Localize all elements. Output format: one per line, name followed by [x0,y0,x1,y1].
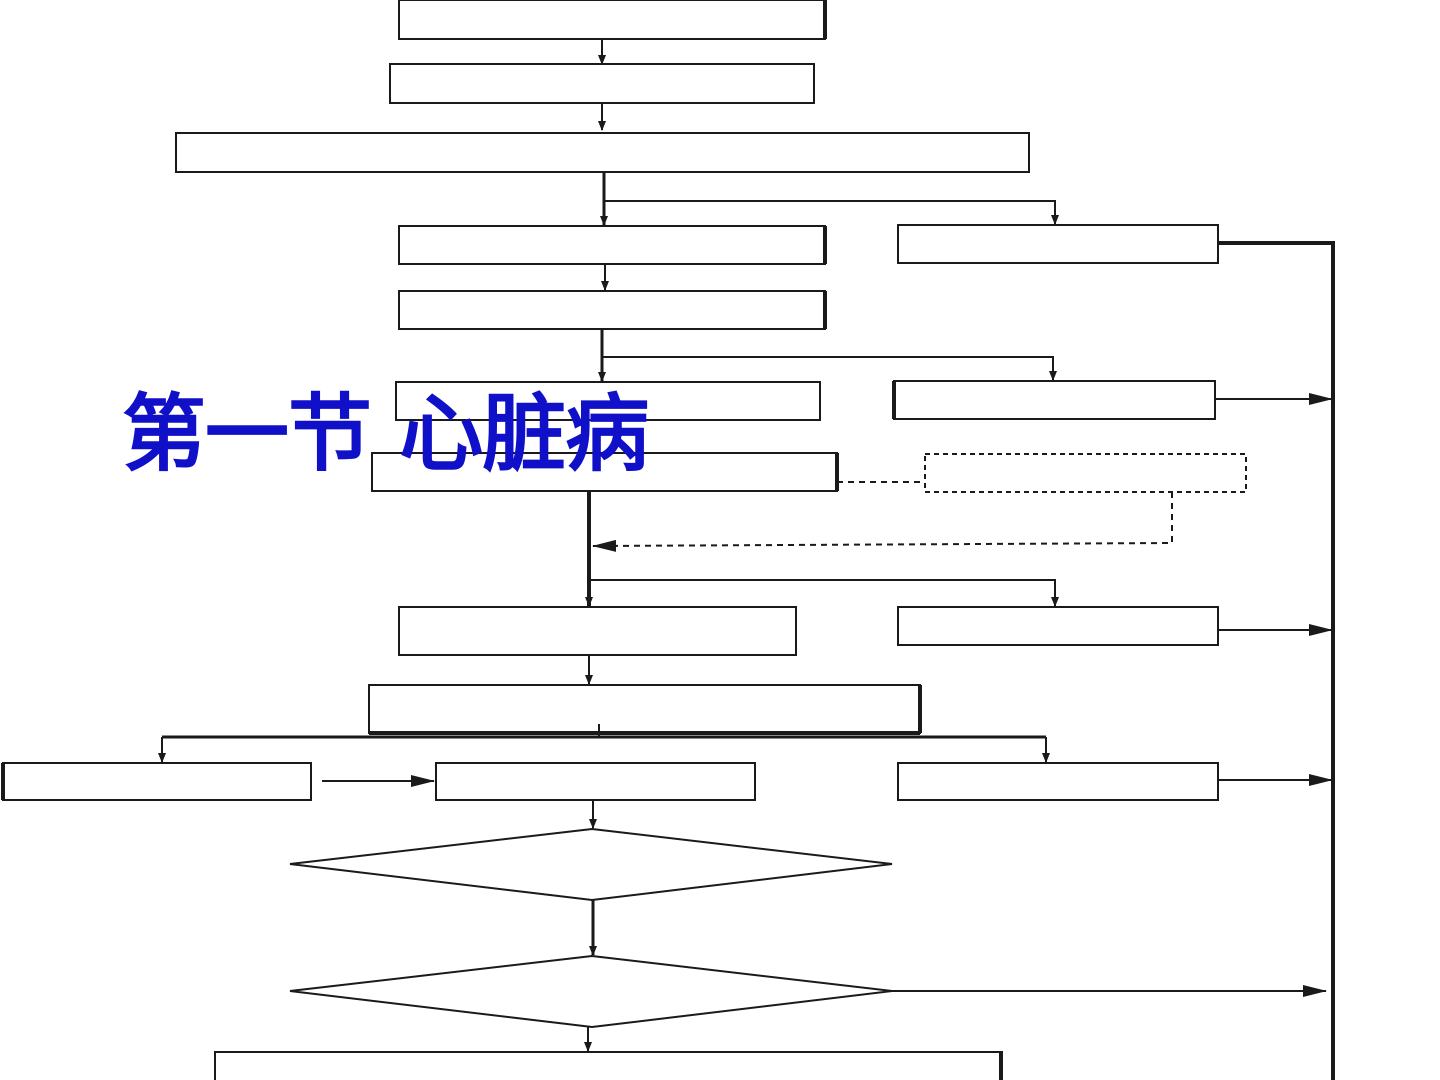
flow-box-8 [398,606,797,656]
flow-box-5 [398,290,826,330]
flow-box-right-dashed [924,453,1247,493]
decision-diamond-1 [289,827,893,902]
flow-box-4 [398,225,826,265]
flow-box-3 [175,132,1030,173]
flow-box-2 [389,63,815,104]
slide-title: 第一节 心脏病 [122,385,649,483]
flow-box-6 [395,381,821,421]
flow-box-right-3 [897,606,1219,646]
flow-box-10-mid [435,762,756,801]
flow-box-right-1 [897,224,1219,264]
flow-box-7 [371,452,838,492]
decision-diamond-2 [289,954,893,1029]
flow-box-right-4 [897,762,1219,801]
flow-box-bottom [214,1051,1003,1080]
flow-box-right-2 [893,380,1216,420]
flow-box-1 [398,0,826,40]
flow-box-10-left [2,762,312,801]
flow-box-9 [368,684,921,734]
